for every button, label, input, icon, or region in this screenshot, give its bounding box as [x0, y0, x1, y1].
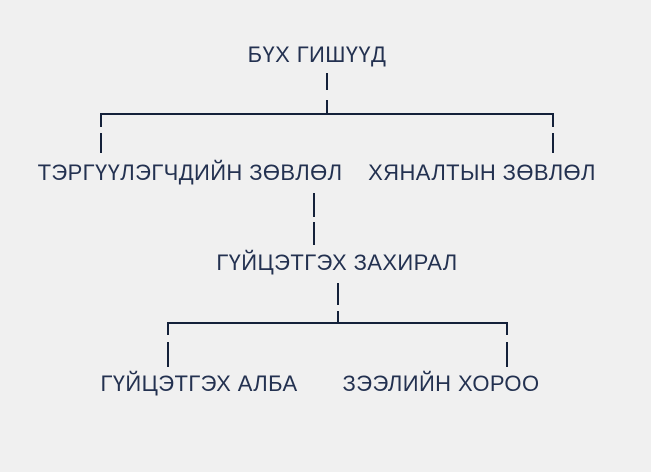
org-node-supervisory-council: ХЯНАЛТЫН ЗӨВЛӨЛ	[368, 160, 596, 185]
connector-level4-bracket	[167, 322, 508, 335]
org-node-executive-office: ГҮЙЦЭТГЭХ АЛБА	[100, 371, 298, 396]
org-node-all-members: БҮХ ГИШҮҮД	[247, 42, 387, 67]
connector-level2-bracket	[100, 113, 554, 127]
org-node-executive-director: ГҮЙЦЭТГЭХ ЗАХИРАЛ	[216, 250, 458, 275]
org-node-presidium-council: ТЭРГҮҮЛЭГЧДИЙН ЗӨВЛӨЛ	[37, 160, 343, 185]
org-node-credit-committee: ЗЭЭЛИЙН ХОРОО	[342, 371, 540, 396]
